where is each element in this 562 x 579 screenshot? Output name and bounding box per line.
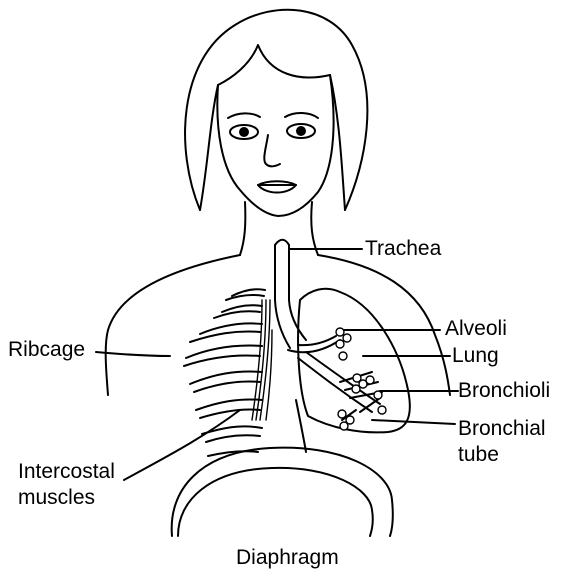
bronchial-tube-leader: [372, 420, 455, 424]
intercostal-muscles-label-line2: muscles: [18, 486, 95, 509]
right-eyebrow: [285, 113, 318, 118]
trachea-label: Trachea: [365, 237, 441, 260]
mouth: [258, 181, 296, 192]
bronchial-tube-label-line1: Bronchial: [458, 417, 546, 440]
left-eyebrow: [228, 113, 260, 118]
neck-left: [240, 202, 245, 255]
hair-outline: [185, 10, 367, 210]
bronchial-tube-label-line2: tube: [458, 443, 499, 466]
bronchioli-label: Bronchioli: [458, 379, 550, 402]
nose: [264, 135, 280, 166]
neck-right: [311, 202, 318, 255]
hair-strand-left: [200, 85, 218, 210]
diaphragm-inner: [178, 468, 373, 536]
ribcage: [184, 289, 265, 456]
face-outline: [217, 75, 333, 216]
hair-parting: [218, 45, 330, 85]
trachea-left-wall: [275, 245, 290, 348]
ribcage-leader: [96, 352, 170, 356]
right-pupil: [296, 126, 306, 136]
intercostal-muscles-label-line1: Intercostal: [18, 460, 115, 483]
diaphragm: [172, 448, 393, 536]
diaphragm-label: Diaphragm: [236, 546, 339, 569]
ribcage-label: Ribcage: [8, 338, 85, 361]
bronchus-upper: [288, 340, 340, 352]
alveoli-cluster-upper: [336, 328, 351, 360]
alveoli-label: Alveoli: [445, 317, 507, 340]
left-pupil: [239, 127, 249, 137]
lung-label: Lung: [452, 344, 499, 367]
intercostal-leader: [124, 410, 240, 480]
intercostal-fibers: [252, 300, 272, 420]
trachea-top: [275, 240, 289, 245]
